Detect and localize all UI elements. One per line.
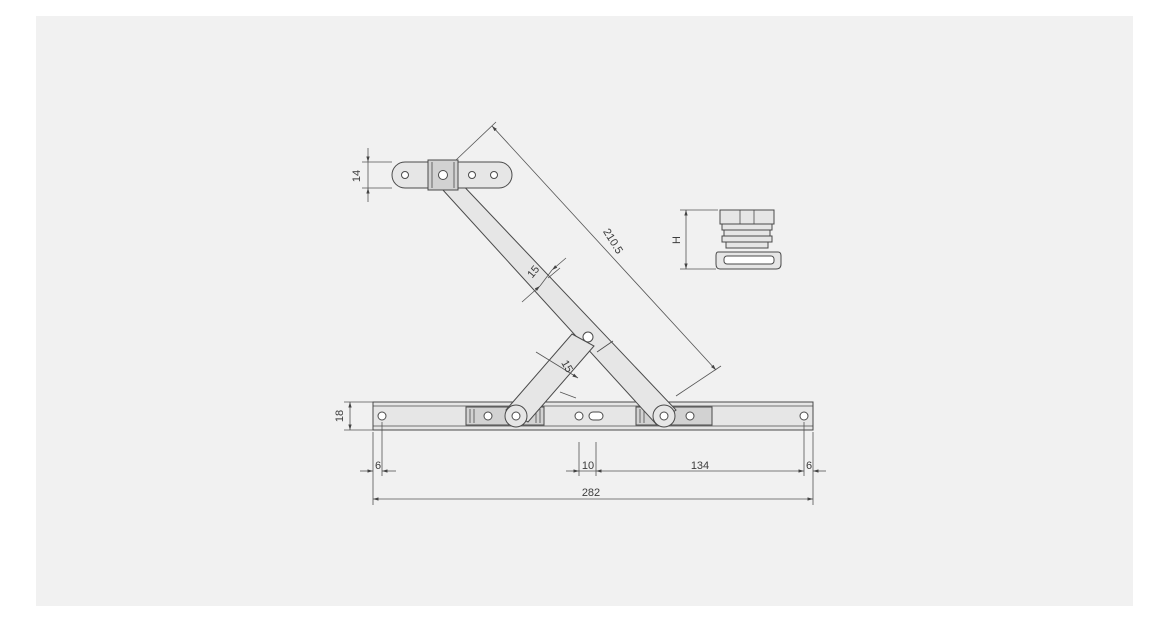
side-view: [715, 209, 782, 270]
dim-hole-spacing: 134: [691, 460, 709, 472]
track-hole: [685, 411, 695, 421]
dim-track-height: 18: [334, 410, 346, 422]
dim-left-offset: 6: [375, 460, 381, 472]
track-hole: [483, 411, 493, 421]
dim-long-arm-length: 210.5: [600, 227, 625, 257]
dimension-lines: [344, 121, 826, 505]
track-hole: [377, 411, 387, 421]
track-hole: [574, 411, 584, 421]
track-slot: [588, 411, 604, 421]
dim-top-plate-height: 14: [351, 170, 363, 182]
dim-mid-offset: 10: [582, 460, 594, 472]
bottom-track: [372, 401, 814, 431]
dim-short-arm-width: 15: [558, 358, 575, 375]
top-plate: [391, 159, 513, 191]
dim-overall-length: 282: [582, 487, 600, 499]
dim-side-view-height: H: [671, 236, 683, 244]
dim-right-offset: 6: [806, 460, 812, 472]
track-hole: [799, 411, 809, 421]
